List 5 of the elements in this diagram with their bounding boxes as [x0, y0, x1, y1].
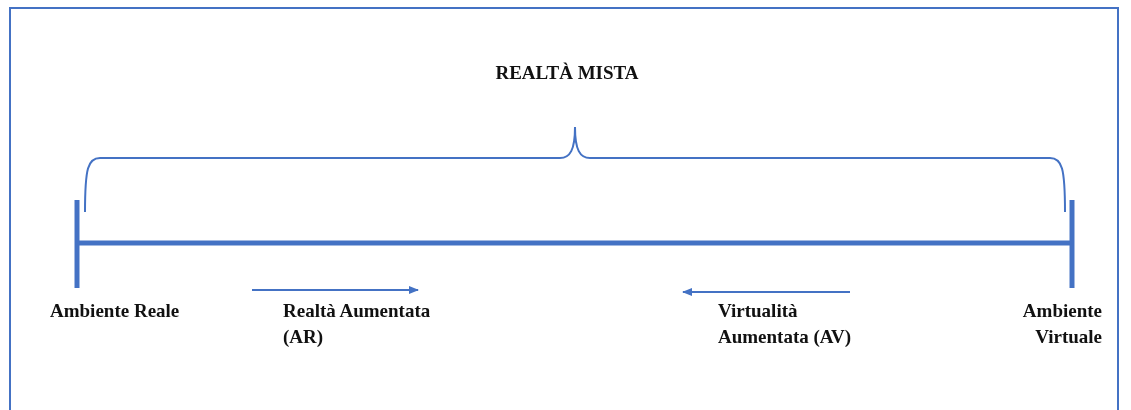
axis-label: Virtualità Aumentata (AV) [718, 299, 853, 349]
axis-end-label: Ambiente Virtuale [1021, 299, 1102, 349]
axis-end-label: Ambiente Reale [50, 299, 180, 323]
bracket-label: REALTÀ MISTA [494, 61, 640, 85]
axis-label: Realtà Aumentata (AR) [283, 299, 432, 349]
